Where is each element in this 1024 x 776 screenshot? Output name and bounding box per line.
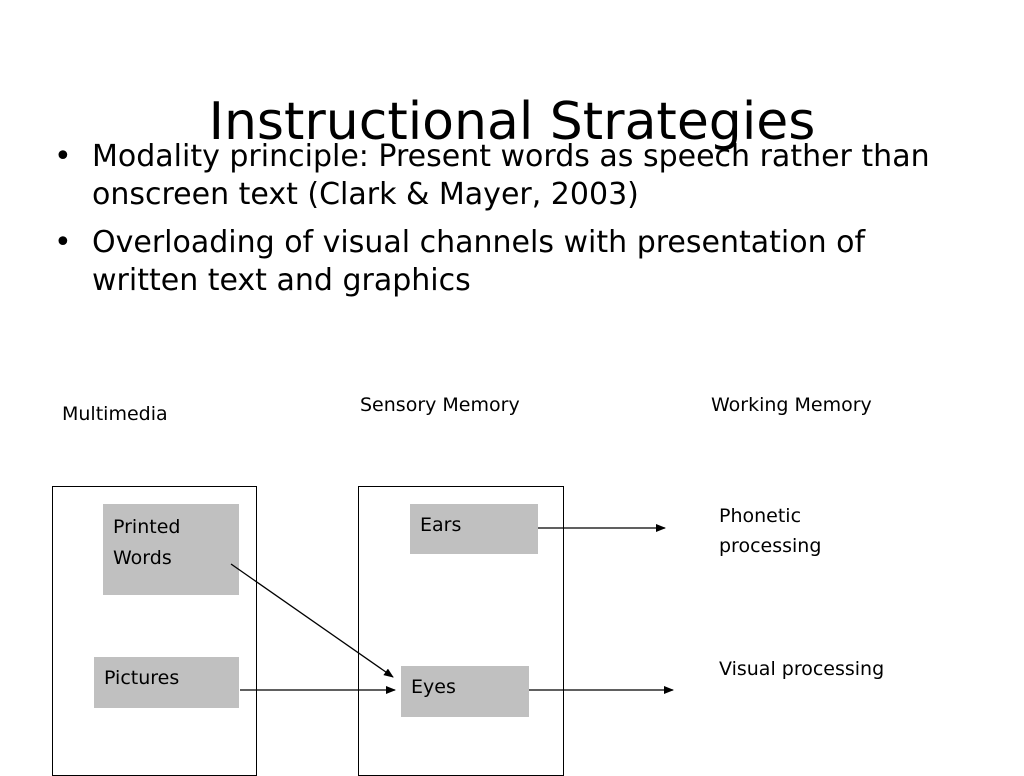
bullet-text-modality: Modality principle: Present words as spe… [92,139,930,212]
slide-title: Instructional Strategies [208,91,816,152]
bullet-text-overloading: Overloading of visual channels with pres… [92,225,866,298]
arrow-printed-words-to-eyes [230,563,394,678]
printed-words-line1: Printed [113,516,181,538]
bullet-item-overloading: • Overloading of visual channels with pr… [48,224,968,300]
bullet-marker: • [54,139,72,174]
pictures-item: Pictures [94,657,239,708]
bullet-marker: • [54,225,72,260]
bullet-item-modality: • Modality principle: Present words as s… [48,138,968,214]
sensory-memory-box: Ears Eyes [358,486,564,776]
printed-words-line2: Words [113,547,172,569]
column-label-working-memory: Working Memory [711,394,872,416]
column-label-multimedia: Multimedia [62,403,168,425]
column-label-sensory-memory: Sensory Memory [360,394,520,416]
phonetic-line2: processing [719,535,822,557]
pictures-label: Pictures [104,667,180,689]
bullet-list: • Modality principle: Present words as s… [48,138,968,310]
eyes-label: Eyes [411,676,456,698]
printed-words-item: Printed Words [103,504,239,595]
ears-item: Ears [410,504,538,554]
ears-label: Ears [420,514,462,536]
multimedia-box: Printed Words Pictures [52,486,257,776]
visual-processing-label: Visual processing [719,658,885,680]
phonetic-processing-label: Phonetic processing [719,501,821,561]
phonetic-line1: Phonetic [719,505,802,527]
eyes-item: Eyes [401,666,529,717]
